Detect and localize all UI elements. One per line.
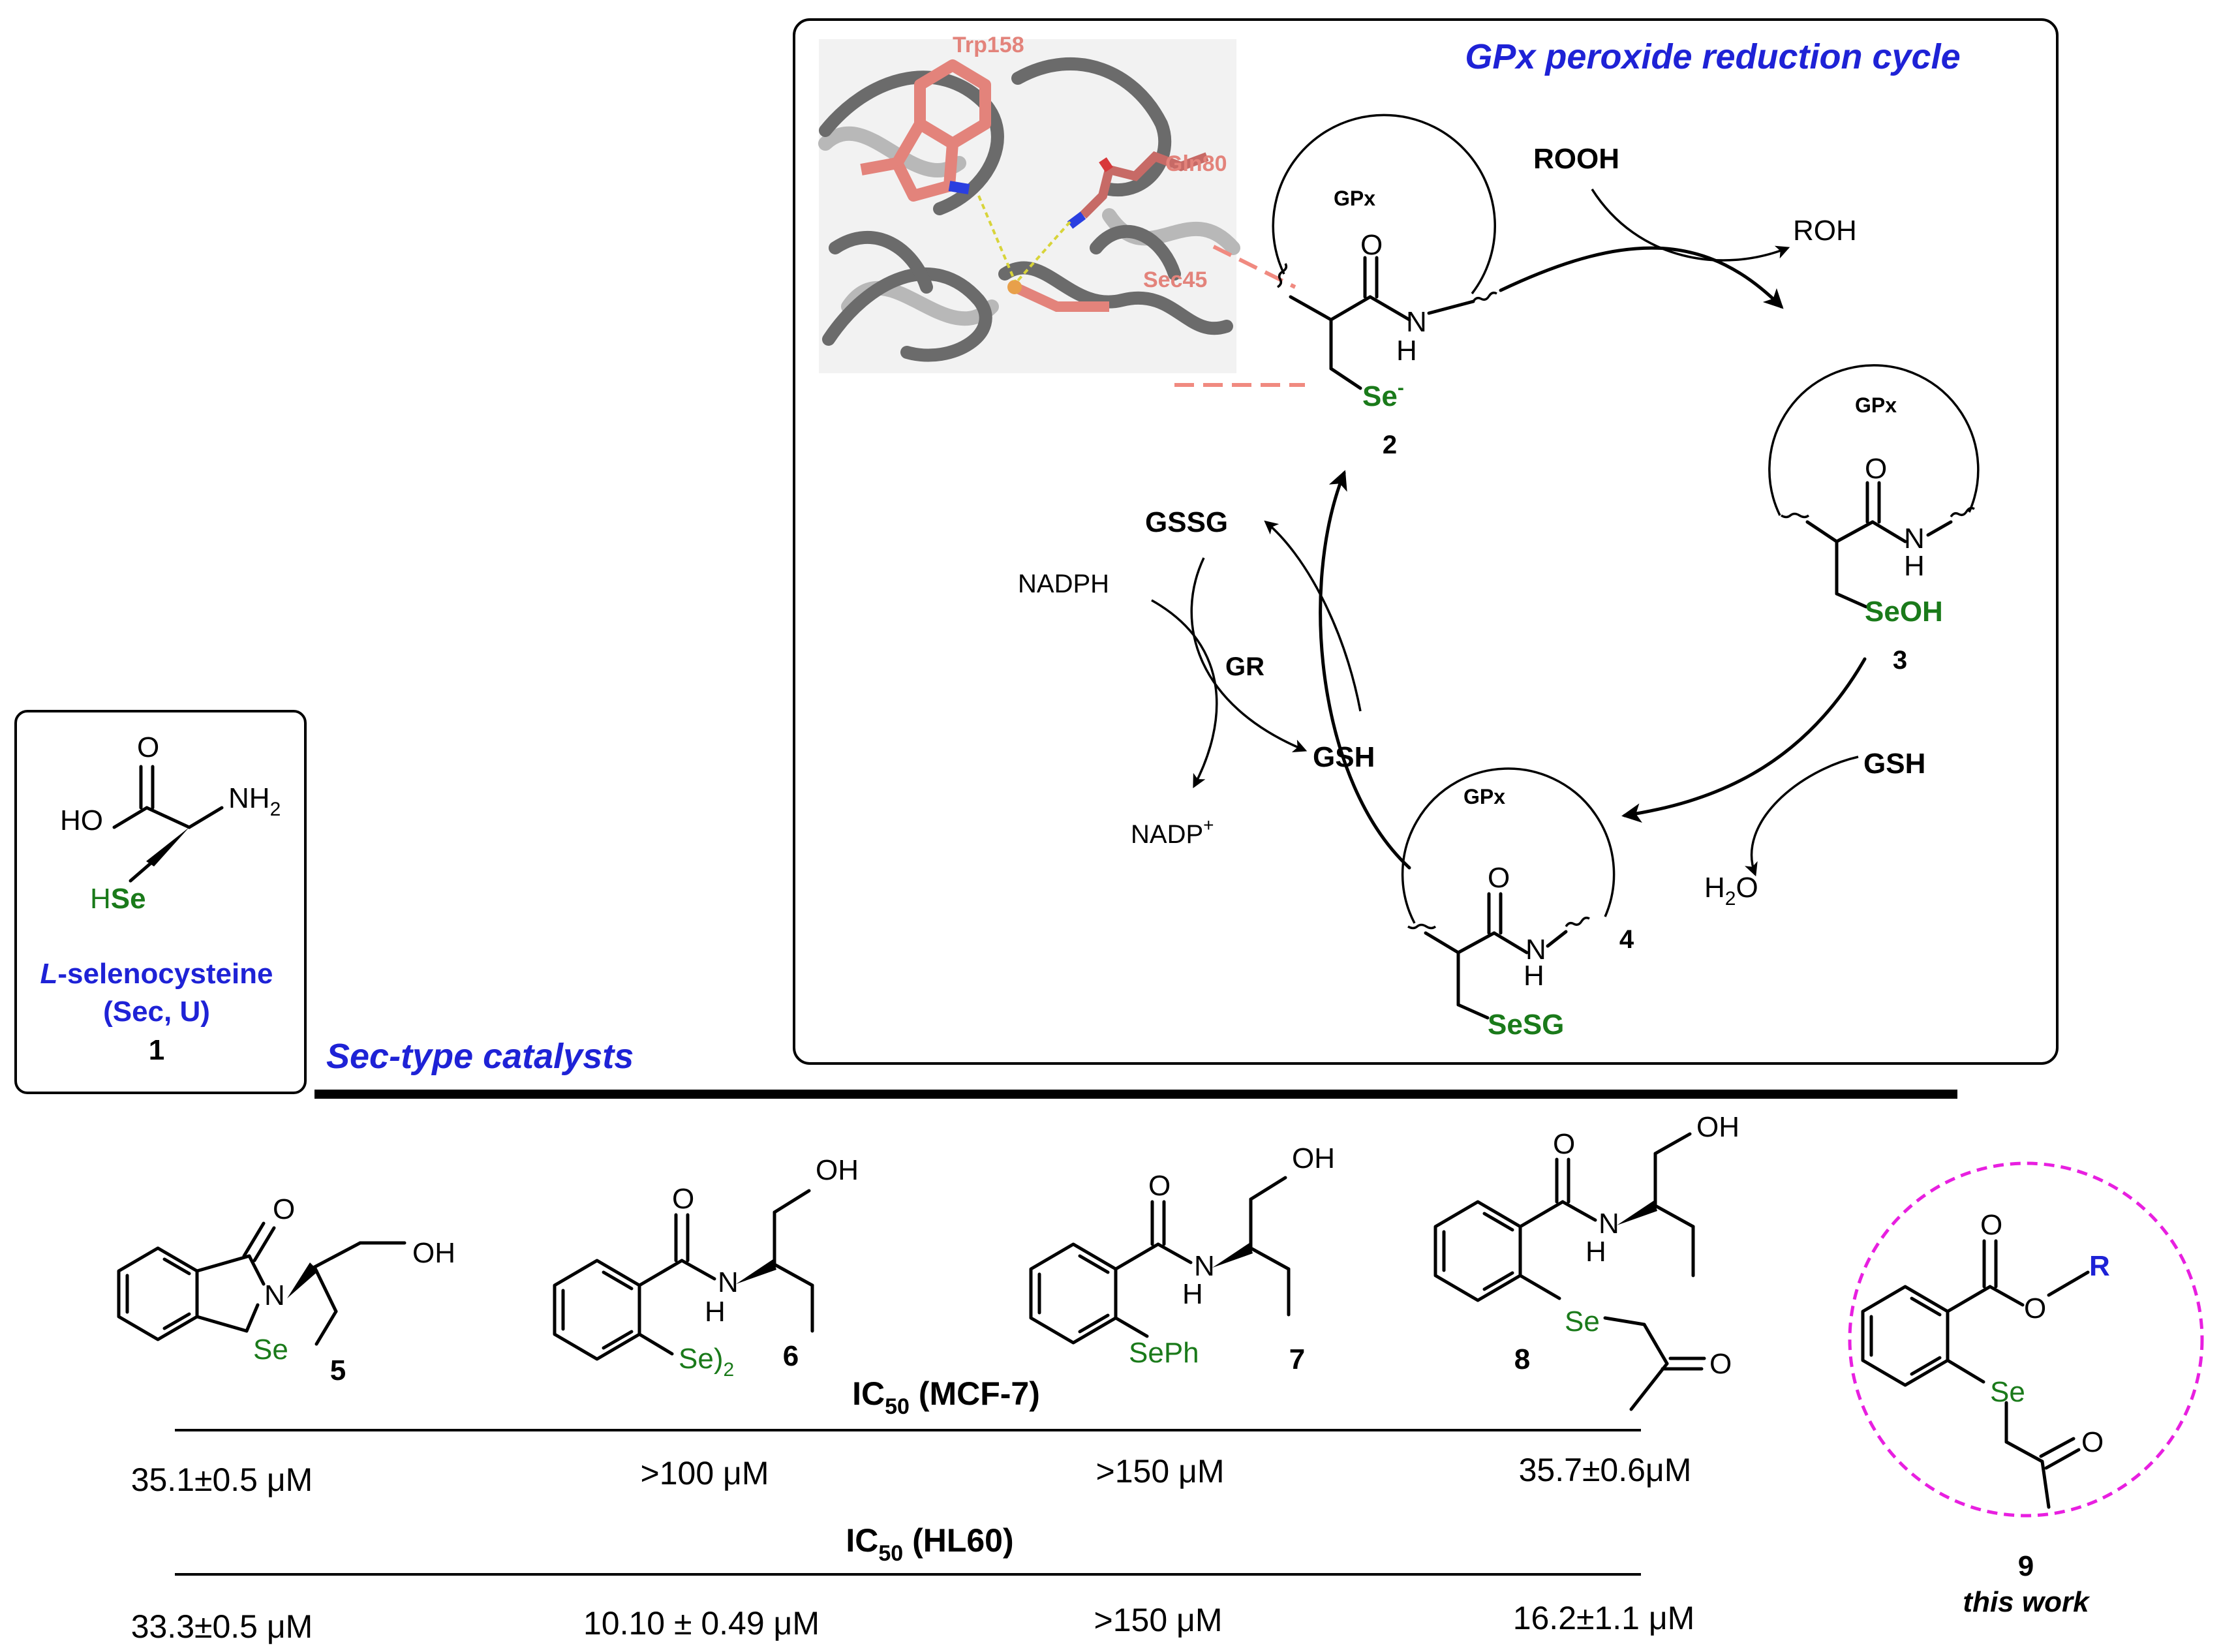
catalyst-7-oh-label: OH <box>1292 1142 1335 1174</box>
catalyst-9-number: 9 <box>2018 1550 2034 1582</box>
catalyst-8-structure: O N H OH Se O 8 <box>1433 1111 1739 1411</box>
reagent-water: H2O <box>1704 872 1758 910</box>
catalyst-5-oh-label: OH <box>412 1237 455 1269</box>
sec-hydroxyl-label: HO <box>60 804 103 836</box>
catalyst-8-se-label: Se <box>1565 1306 1600 1338</box>
catalyst-7-o-label: O <box>1148 1170 1171 1202</box>
residue-trp158-label: Trp158 <box>953 33 1024 57</box>
species-2-h-label: H <box>1396 335 1417 367</box>
gpx-cycle-panel-box <box>793 18 2059 1065</box>
catalyst-6-o-label: O <box>672 1183 694 1215</box>
catalyst-6-se-label: Se)2 <box>679 1343 734 1381</box>
catalyst-8-n-label: N <box>1599 1208 1619 1240</box>
species-4-o-label: O <box>1488 862 1510 894</box>
reagent-roh: ROH <box>1793 215 1857 247</box>
catalyst-9-o-label: O <box>1980 1209 2002 1241</box>
species-2-structure: GPx O N H Se- 2 <box>1272 114 1497 459</box>
catalyst-5-se-label: Se <box>253 1334 288 1366</box>
hl60-value-5: 33.3±0.5 μM <box>131 1608 313 1645</box>
catalyst-9-r-label: R <box>2089 1250 2110 1282</box>
sec-oxygen-label: O <box>137 731 159 763</box>
reagent-gssg: GSSG <box>1145 506 1228 538</box>
ic50-hl60-header: IC50 (HL60) <box>846 1522 1013 1566</box>
species-2-o-label: O <box>1360 229 1383 261</box>
catalyst-7-se-label: SePh <box>1129 1337 1199 1369</box>
reagent-gsh-oxidation: GSH <box>1863 748 1925 780</box>
species-4-sesg-label: SeSG <box>1488 1009 1564 1041</box>
species-3-structure: GPx O N H SeOH 3 <box>1768 364 1980 675</box>
species-3-o-label: O <box>1865 453 1887 485</box>
catalyst-7-h-label: H <box>1182 1278 1203 1310</box>
catalyst-6-structure: O N H OH Se)2 6 <box>553 1154 859 1381</box>
this-work-highlight-circle <box>1848 1161 2204 1518</box>
sec-hse-label: HSe <box>90 883 146 915</box>
species-4-structure: GPx O N H SeSG 4 <box>1401 767 1634 1041</box>
mcf7-value-6: >100 μM <box>641 1455 769 1491</box>
mcf7-value-5: 35.1±0.5 μM <box>131 1461 313 1498</box>
hl60-value-7: >150 μM <box>1094 1602 1223 1638</box>
catalyst-5-n-label: N <box>264 1279 285 1311</box>
reagent-nadph: NADPH <box>1018 570 1109 598</box>
catalyst-5-structure: O N OH Se 5 <box>117 1193 455 1386</box>
catalyst-9-ketone-o-label: O <box>2081 1426 2104 1458</box>
catalyst-8-h-label: H <box>1585 1236 1606 1268</box>
catalyst-7-n-label: N <box>1194 1250 1215 1282</box>
catalyst-8-number: 8 <box>1514 1343 1530 1375</box>
catalyst-6-h-label: H <box>705 1296 726 1328</box>
catalyst-9-ester-o-label: O <box>2024 1293 2046 1324</box>
species-2-n-label: N <box>1406 306 1427 338</box>
cycle-arrows <box>1151 189 1867 877</box>
selenocysteine-abbrev: (Sec, U) <box>103 996 210 1028</box>
reagent-rooh: ROOH <box>1533 143 1619 175</box>
catalyst-6-oh-label: OH <box>816 1154 859 1186</box>
catalyst-6-number: 6 <box>783 1340 799 1372</box>
mcf7-value-7: >150 μM <box>1096 1453 1225 1490</box>
species-4-number: 4 <box>1619 925 1634 954</box>
catalyst-5-o-label: O <box>273 1193 295 1225</box>
catalyst-6-n-label: N <box>718 1266 739 1298</box>
catalyst-7-number: 7 <box>1289 1343 1305 1375</box>
reagent-gsh-reduction: GSH <box>1313 741 1375 773</box>
selenocysteine-structure: O HO NH2 HSe <box>60 731 281 915</box>
catalyst-9-se-label: Se <box>1990 1376 2025 1408</box>
reagent-nadp-plus: NADP+ <box>1131 815 1214 849</box>
species-4-gpx-label: GPx <box>1463 785 1505 808</box>
species-3-seoh-label: SeOH <box>1865 596 1943 628</box>
residue-sec45-label: Sec45 <box>1143 268 1207 292</box>
residue-gln80-label: Gln80 <box>1165 151 1227 176</box>
catalyst-8-oh-label: OH <box>1696 1111 1739 1143</box>
selenocysteine-number: 1 <box>149 1034 164 1066</box>
enzyme-gr-label: GR <box>1225 652 1264 681</box>
species-2-gpx-label: GPx <box>1334 187 1375 210</box>
selenocysteine-name: L-selenocysteine <box>40 958 273 990</box>
species-2-selenide-label: Se- <box>1362 377 1404 412</box>
species-4-h-label: H <box>1524 960 1544 992</box>
mcf7-value-8: 35.7±0.6μM <box>1519 1452 1692 1488</box>
protein-structure-inset: Trp158 Gln80 Sec45 <box>818 33 1240 373</box>
catalyst-7-structure: O N H OH SePh 7 <box>1029 1142 1335 1375</box>
species-3-n-label: N <box>1904 523 1925 555</box>
species-3-number: 3 <box>1893 646 1907 675</box>
sec-amine-label: NH2 <box>228 782 281 820</box>
species-4-n-label: N <box>1525 934 1546 966</box>
catalyst-9-structure: O O R Se O 9 this work <box>1861 1209 2110 1618</box>
species-3-h-label: H <box>1904 550 1925 582</box>
catalyst-5-number: 5 <box>330 1354 346 1386</box>
species-3-gpx-label: GPx <box>1855 393 1897 417</box>
catalyst-9-caption: this work <box>1963 1586 2091 1618</box>
hl60-value-8: 16.2±1.1 μM <box>1513 1600 1695 1636</box>
species-2-number: 2 <box>1383 431 1397 459</box>
catalyst-8-o-label: O <box>1553 1128 1575 1160</box>
sec-type-catalysts-title: Sec-type catalysts <box>326 1037 634 1076</box>
catalyst-8-ketone-o-label: O <box>1709 1348 1732 1380</box>
ic50-mcf7-header: IC50 (MCF-7) <box>852 1375 1040 1419</box>
gpx-cycle-title: GPx peroxide reduction cycle <box>1465 37 1960 76</box>
selenocysteine-panel-box <box>14 710 307 1094</box>
hl60-value-6: 10.10 ± 0.49 μM <box>583 1605 819 1642</box>
